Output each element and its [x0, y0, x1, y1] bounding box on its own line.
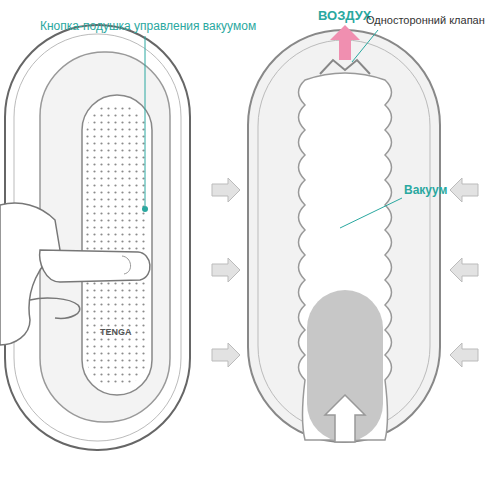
callout-label: Кнопка-подушка управления вакуумом	[40, 20, 256, 34]
air-label: ВОЗДУХ	[318, 9, 372, 24]
valve-label: Односторонний клапан	[366, 14, 485, 27]
brand-logo: TENGA	[100, 327, 132, 337]
vacuum-label: Вакуум	[404, 184, 447, 198]
